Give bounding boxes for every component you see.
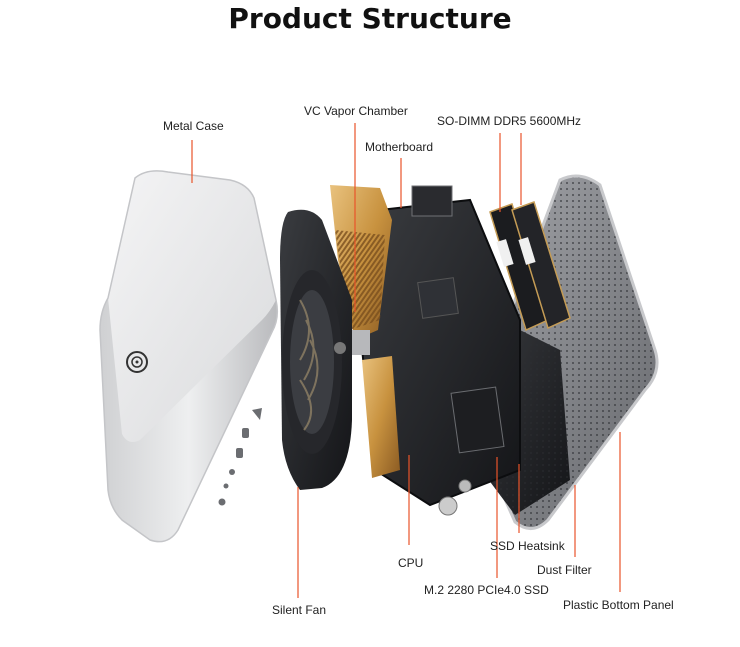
label-m2-ssd: M.2 2280 PCIe4.0 SSD	[424, 583, 549, 597]
label-so-dimm: SO-DIMM DDR5 5600MHz	[437, 114, 581, 128]
label-silent-fan: Silent Fan	[272, 603, 326, 617]
label-dust-filter: Dust Filter	[537, 563, 592, 577]
label-cpu: CPU	[398, 556, 423, 570]
label-ssd-heatsink: SSD Heatsink	[490, 539, 565, 553]
label-metal-case: Metal Case	[163, 119, 224, 133]
label-plastic-bottom-panel: Plastic Bottom Panel	[563, 598, 674, 612]
label-vc-vapor-chamber: VC Vapor Chamber	[304, 104, 408, 118]
metal-case-illustration	[100, 171, 277, 542]
label-motherboard: Motherboard	[365, 140, 433, 154]
